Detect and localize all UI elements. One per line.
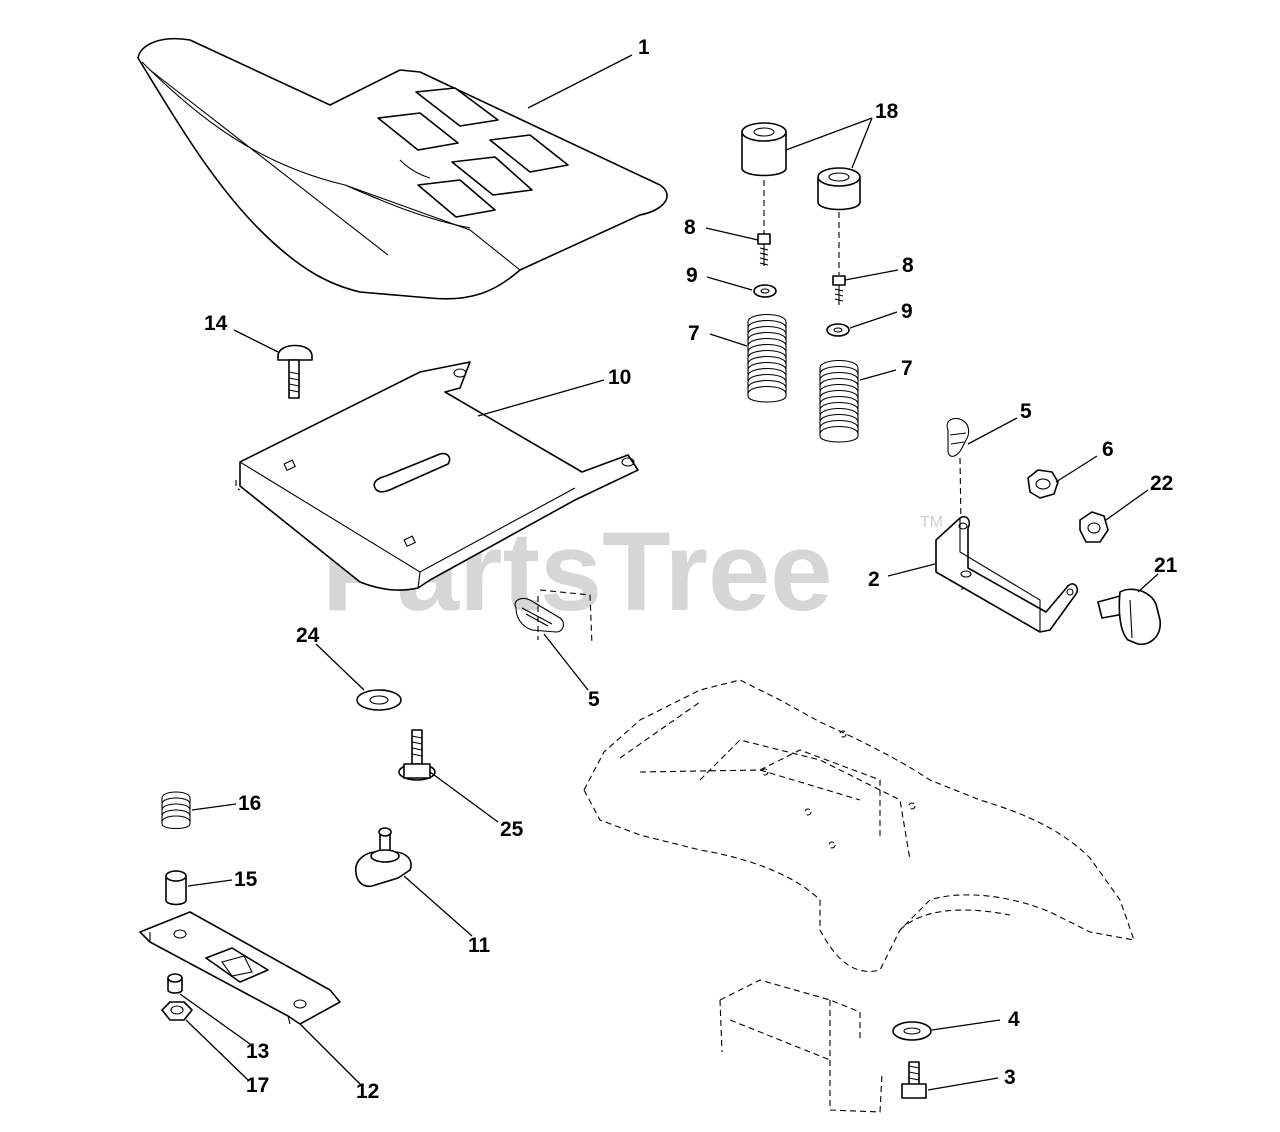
bolt-right (832, 275, 846, 305)
bolt-3 (901, 1061, 927, 1099)
callout-10: 10 (608, 366, 631, 389)
callout-7-left: 7 (688, 322, 700, 345)
flange-nut (1079, 511, 1109, 543)
shoulder-bolt (1097, 588, 1161, 645)
callout-4: 4 (1008, 1008, 1020, 1031)
callout-9-right: 9 (901, 300, 913, 323)
nut-17 (161, 1001, 193, 1021)
bumper-left (741, 122, 787, 177)
bolt-25 (398, 729, 436, 781)
lock-nut (1027, 469, 1059, 499)
washer-4 (892, 1021, 932, 1041)
fender-pan (583, 679, 1135, 1113)
leader-lines (179, 54, 1159, 1091)
knob-11 (355, 827, 412, 888)
callout-5-upper: 5 (1020, 400, 1032, 423)
spring-left (747, 313, 787, 403)
callout-9-left: 9 (686, 264, 698, 287)
bolt-left (757, 233, 771, 266)
callout-labels: 1 18 8 8 9 9 7 7 14 10 5 6 22 2 21 5 24 … (204, 36, 1178, 1103)
callout-17: 17 (246, 1074, 269, 1097)
callout-15: 15 (234, 868, 258, 891)
callout-2: 2 (868, 568, 880, 591)
seat-plate (235, 361, 639, 646)
callout-5-lower: 5 (588, 688, 600, 711)
spacer-15 (165, 870, 187, 906)
callout-14: 14 (204, 312, 228, 335)
washer-left (753, 284, 777, 298)
carriage-bolt (277, 344, 313, 399)
spring-16 (161, 791, 191, 830)
latch-plate-12 (139, 911, 341, 1025)
spring-right (819, 359, 859, 443)
callout-12: 12 (356, 1080, 379, 1103)
watermark-trademark: TM (920, 514, 943, 531)
callout-3: 3 (1004, 1066, 1016, 1089)
callout-21: 21 (1154, 554, 1178, 577)
callout-8-right: 8 (902, 254, 914, 277)
callout-16: 16 (238, 792, 261, 815)
washer-24 (356, 689, 402, 711)
callout-13: 13 (246, 1040, 269, 1063)
callout-11: 11 (468, 934, 491, 957)
clip-lower (514, 596, 565, 640)
seat-illustration (137, 37, 668, 300)
bumper-right (817, 167, 861, 211)
callout-7-right: 7 (901, 357, 913, 380)
callout-22: 22 (1150, 472, 1173, 495)
callout-18: 18 (875, 100, 899, 123)
cap-13 (167, 973, 183, 994)
seat-bracket (935, 515, 1079, 633)
callout-24: 24 (296, 624, 320, 647)
callout-1: 1 (638, 36, 650, 59)
callout-25: 25 (500, 818, 524, 841)
callout-6: 6 (1102, 438, 1114, 461)
callout-8-left: 8 (684, 216, 696, 239)
washer-right (826, 323, 850, 337)
